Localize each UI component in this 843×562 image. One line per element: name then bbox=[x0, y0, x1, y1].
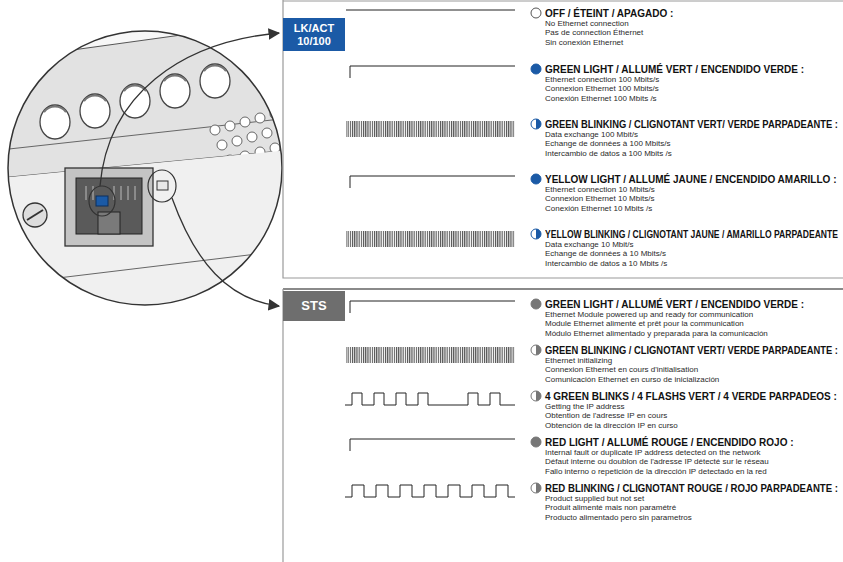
state-description: Ethernet connection 100 Mbits/s bbox=[545, 76, 659, 85]
state-title: GREEN LIGHT / ALLUMÉ VERT / ENCENDIDO VE… bbox=[545, 64, 804, 75]
led-highlight bbox=[89, 186, 115, 216]
state-description: Ethernet Module powered up and ready for… bbox=[545, 311, 753, 320]
state-description: Conexión Ethernet 10 Mbits /s bbox=[545, 205, 652, 214]
state-title: GREEN BLINKING / CLIGNOTANT VERT/ VERDE … bbox=[545, 119, 838, 130]
state-description: Echange de données à 10 Mbits/s bbox=[545, 250, 666, 259]
signal-waveform bbox=[345, 10, 515, 497]
state-description: Intercambio de datos a 100 Mbits /s bbox=[545, 150, 672, 159]
vent-holes bbox=[40, 64, 230, 139]
state-description: Data exchange 10 Mbit/s bbox=[545, 241, 634, 250]
status-led bbox=[157, 181, 168, 190]
screw bbox=[23, 203, 47, 227]
blink-waveform bbox=[346, 121, 515, 363]
state-description: Ethernet initializing bbox=[545, 357, 612, 366]
state-description: Internal fault or duplicate IP address d… bbox=[545, 449, 761, 458]
led-highlight bbox=[148, 170, 176, 202]
housing-front bbox=[0, 150, 290, 320]
state-description: Producto alimentado pero sin parametros bbox=[545, 514, 692, 523]
state-description: Sin conexión Ethernet bbox=[545, 39, 623, 48]
panel-frame bbox=[283, 288, 843, 290]
state-description: Getting the IP address bbox=[545, 403, 624, 412]
state-description: Connexion Ethernet 100 Mbits/s bbox=[545, 85, 659, 94]
badge-label: STS bbox=[301, 299, 326, 313]
panel-frame bbox=[283, 0, 843, 278]
panel-frame bbox=[283, 1, 843, 2]
header-badge: LK/ACT 10/100 bbox=[283, 18, 345, 51]
state-title: YELLOW LIGHT / ALLUMÉ JAUNE / ENCENDIDO … bbox=[545, 174, 836, 185]
led-icon bbox=[531, 8, 541, 493]
state-title: GREEN LIGHT / ALLUMÉ VERT / ENCENDIDO VE… bbox=[545, 299, 804, 310]
state-title: RED LIGHT / ALLUMÉ ROUGE / ENCENDIDO ROJ… bbox=[545, 437, 794, 448]
housing-edge bbox=[0, 250, 290, 285]
state-description: Fallo interno o repetición de la direcci… bbox=[545, 468, 767, 477]
magnifier-circle bbox=[8, 31, 282, 305]
state-description: Conexión Ethernet 100 Mbits /s bbox=[545, 95, 657, 104]
state-description: Module Ethernet alimenté et prêt pour la… bbox=[545, 320, 744, 329]
state-description: Ethernet connection 10 Mbits/s bbox=[545, 186, 655, 195]
state-description: Módulo Ethernet alimentado y preparada p… bbox=[545, 330, 768, 339]
state-title: 4 GREEN BLINKS / 4 FLASHS VERT / 4 VERDE… bbox=[545, 391, 837, 402]
state-description: Connexion Ethernet en cours d'initialisa… bbox=[545, 366, 698, 375]
state-description: Comunicación Ethernet en curso de inicia… bbox=[545, 376, 719, 385]
pointer-arrow bbox=[100, 33, 279, 186]
state-description: Intercambio de datos a 10 Mbits /s bbox=[545, 260, 667, 269]
header-badge: STS bbox=[283, 291, 345, 321]
state-description: Obtention de l'adresse IP en cours bbox=[545, 412, 667, 421]
rj45-port bbox=[65, 168, 153, 246]
state-description: Data exchange 100 Mbit/s bbox=[545, 131, 638, 140]
state-description: Echange de données à 100 Mbits/s bbox=[545, 140, 670, 149]
state-description: No Ethernet connection bbox=[545, 20, 629, 29]
state-title: YELLOW BLINKING / CLIGNOTANT JAUNE / AMA… bbox=[545, 229, 838, 240]
vent-shadows bbox=[44, 66, 226, 112]
badge-label: LK/ACT 10/100 bbox=[286, 22, 342, 46]
link-led bbox=[96, 196, 108, 206]
state-title: RED BLINKING / CLIGNOTANT ROUGE / ROJO P… bbox=[545, 483, 838, 494]
pointer-arrow bbox=[172, 198, 279, 306]
state-description: Défaut interne ou doublon de l'adresse I… bbox=[545, 458, 769, 467]
state-description: Connexion Ethernet 10 Mbits/s bbox=[545, 195, 654, 204]
state-description: Produit alimenté mais non paramétré bbox=[545, 504, 676, 513]
state-description: Obtención de la dirección IP en curso bbox=[545, 422, 678, 431]
device-closeup bbox=[0, 20, 290, 320]
panel-frame bbox=[282, 289, 283, 562]
state-description: Product supplied but not set bbox=[545, 495, 644, 504]
state-title: GREEN BLINKING / CLIGNOTANT VERT/ VERDE … bbox=[545, 345, 838, 356]
state-description: Pas de connection Éthernet bbox=[545, 29, 643, 38]
state-title: OFF / ÉTEINT / APAGADO : bbox=[545, 8, 673, 19]
